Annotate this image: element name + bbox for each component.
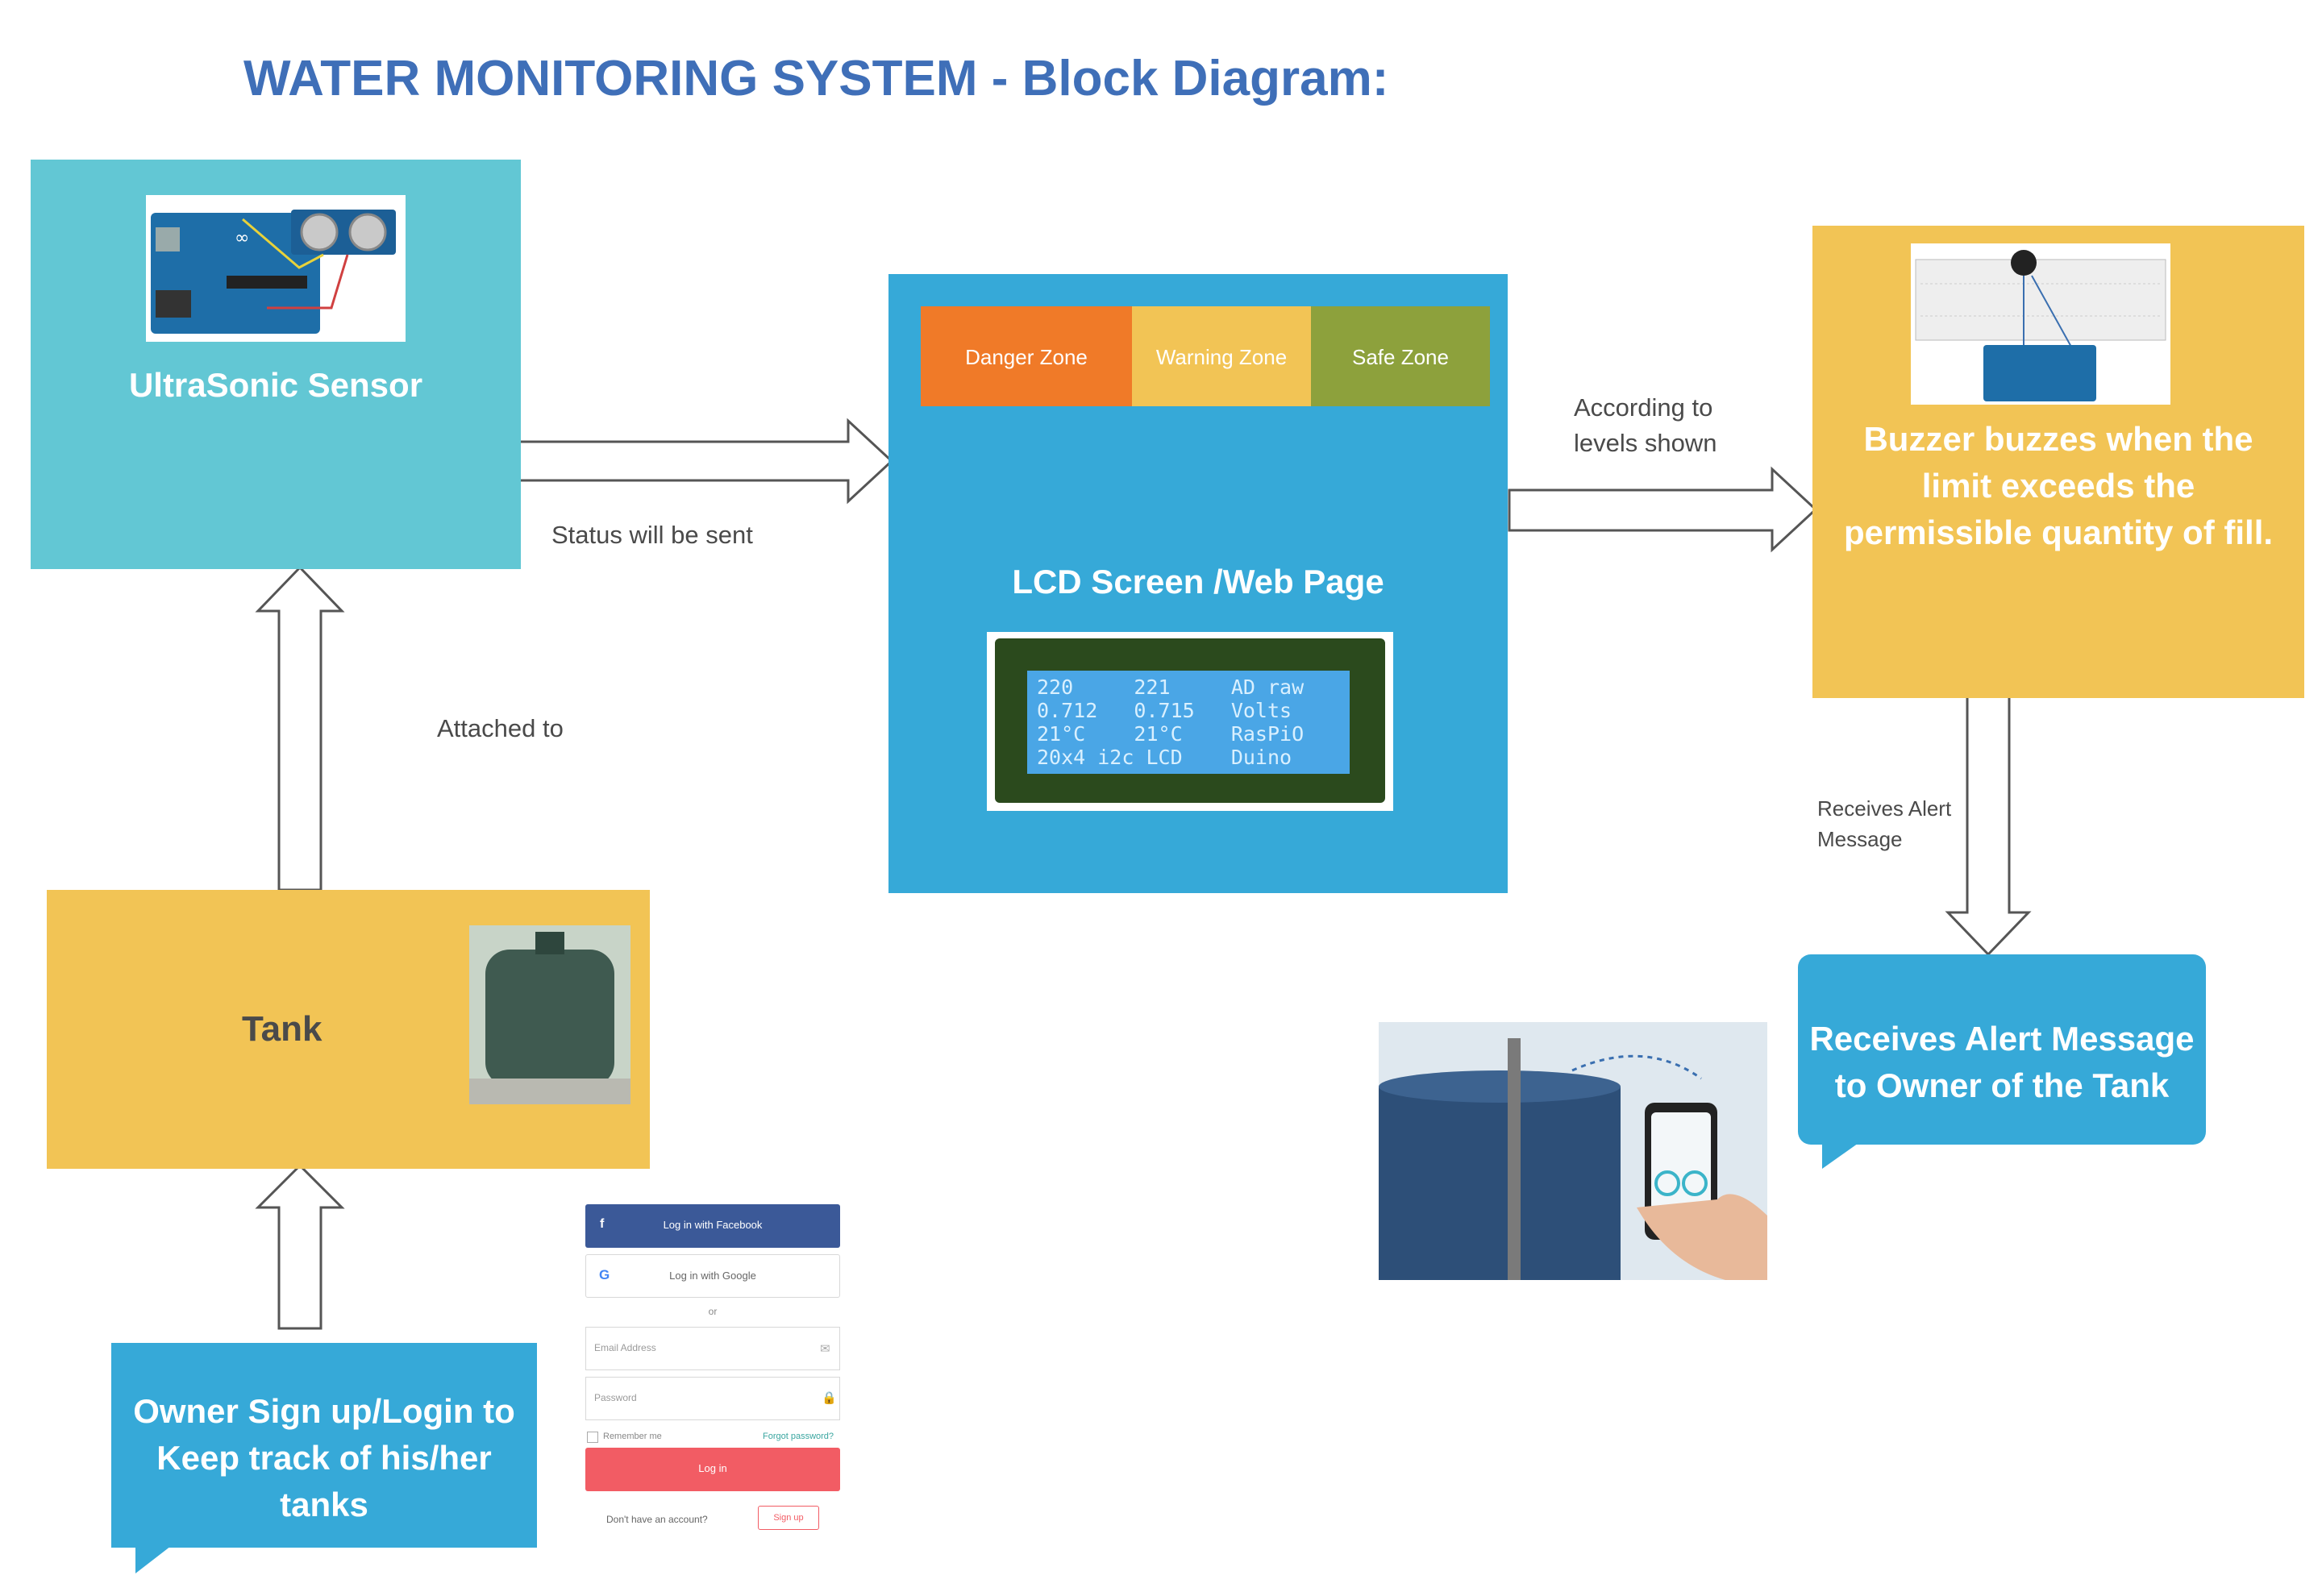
no-account-text: Don't have an account?	[606, 1514, 708, 1525]
tank-block: Tank	[47, 890, 650, 1169]
lcd-line-3: 21°C 21°C RasPiO	[1037, 722, 1305, 746]
diagram-title: WATER MONITORING SYSTEM - Block Diagram:	[243, 51, 1389, 106]
sensor-label: UltraSonic Sensor	[128, 366, 423, 404]
arrow-buzzer-to-alert	[1945, 695, 2032, 957]
zone-danger-label: Danger Zone	[965, 345, 1088, 369]
or-divider: or	[708, 1306, 718, 1317]
lcd-line-2: 0.712 0.715 Volts	[1037, 699, 1292, 722]
sensor-block: ∞ UltraSonic Sensor	[31, 160, 521, 569]
google-login-button[interactable]: G Log in with Google	[585, 1254, 840, 1298]
remember-checkbox[interactable]	[587, 1432, 598, 1443]
facebook-login-button[interactable]: f Log in with Facebook	[585, 1204, 840, 1248]
lcd-display-image: 220 221 AD raw 0.712 0.715 Volts 21°C 21…	[987, 632, 1393, 811]
arrow-owner-to-tank	[255, 1163, 345, 1330]
edge-label-attached: Attached to	[437, 714, 564, 742]
arrow-sensor-to-lcd	[516, 418, 894, 505]
buzzer-breadboard-image	[1911, 243, 2170, 405]
password-field[interactable]: Password 🔒	[585, 1377, 840, 1420]
owner-label: Owner Sign up/Login to Keep track of his…	[133, 1392, 515, 1523]
owner-bubble-tail	[135, 1546, 171, 1573]
password-placeholder: Password	[594, 1392, 637, 1403]
signup-button-label: Sign up	[773, 1513, 804, 1523]
buzzer-block: Buzzer buzzes when the limit exceeds the…	[1812, 226, 2304, 698]
arrow-lcd-to-buzzer	[1508, 466, 1818, 553]
email-field[interactable]: Email Address ✉	[585, 1327, 840, 1370]
google-icon: G	[599, 1267, 610, 1282]
login-button-label: Log in	[698, 1462, 727, 1474]
email-placeholder: Email Address	[594, 1342, 656, 1353]
lcd-label: LCD Screen /Web Page	[1012, 563, 1384, 601]
edge-label-according: According to levels shown	[1574, 393, 1717, 457]
login-button[interactable]: Log in	[585, 1448, 840, 1491]
remember-label: Remember me	[603, 1432, 662, 1441]
lcd-line-1: 220 221 AD raw	[1037, 675, 1305, 699]
login-form: f Log in with Facebook G Log in with Goo…	[585, 1204, 840, 1535]
facebook-login-label: Log in with Facebook	[663, 1219, 763, 1231]
lcd-line-4: 20x4 i2c LCD Duino	[1037, 746, 1292, 769]
zone-warning	[1132, 306, 1311, 406]
alert-block: Receives Alert Message to Owner of the T…	[1798, 954, 2206, 1145]
lock-icon: 🔒	[822, 1391, 837, 1405]
zone-warning-label: Warning Zone	[1155, 345, 1288, 369]
silo-phone-photo	[1379, 1022, 1767, 1280]
arduino-sensor-image: ∞	[146, 195, 406, 342]
mail-icon: ✉	[820, 1342, 830, 1356]
edge-label-status: Status will be sent	[551, 521, 753, 549]
svg-text:∞: ∞	[235, 228, 249, 248]
alert-label: Receives Alert Message to Owner of the T…	[1809, 1020, 2195, 1104]
google-login-label: Log in with Google	[669, 1270, 756, 1282]
buzzer-label: Buzzer buzzes when the limit exceeds the…	[1843, 420, 2274, 551]
forgot-password-link[interactable]: Forgot password?	[763, 1432, 834, 1441]
zone-safe	[1311, 306, 1490, 406]
edge-label-receives: Receives Alert Message	[1817, 796, 1952, 851]
lcd-block: Danger Zone Warning Zone Safe Zone LCD S…	[888, 274, 1508, 893]
zone-safe-label: Safe Zone	[1352, 345, 1449, 369]
signup-button[interactable]: Sign up	[758, 1506, 819, 1530]
owner-block: Owner Sign up/Login to Keep track of his…	[111, 1343, 537, 1548]
tank-photo	[469, 925, 630, 1104]
zone-danger	[921, 306, 1132, 406]
alert-bubble-tail	[1822, 1141, 1861, 1169]
arrow-tank-to-sensor	[255, 565, 345, 892]
tank-label: Tank	[242, 1009, 322, 1049]
facebook-icon: f	[600, 1217, 605, 1231]
